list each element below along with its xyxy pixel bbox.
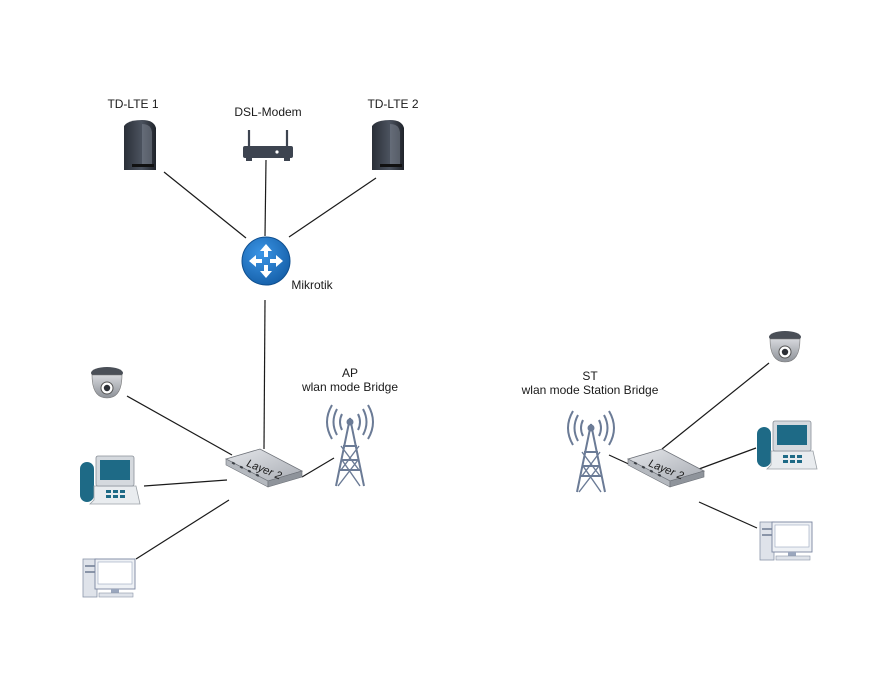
link-dsl-mikrotik xyxy=(264,159,267,237)
link-phone-switch-left xyxy=(143,479,228,487)
dome-camera-icon xyxy=(91,367,123,399)
antenna-tower-icon xyxy=(326,404,374,487)
link-lte1-mikrotik xyxy=(163,171,247,239)
link-switch-phone-right xyxy=(698,447,757,470)
link-switch-ap xyxy=(301,457,335,478)
link-lte2-mikrotik xyxy=(288,177,377,238)
lte-modem-icon xyxy=(124,120,156,170)
router-icon xyxy=(243,130,293,161)
link-camera-switch-left xyxy=(126,395,233,456)
link-switch-camera-right xyxy=(661,362,770,450)
connections xyxy=(126,159,770,560)
video-phone-icon xyxy=(757,420,818,470)
dome-camera-icon xyxy=(769,331,801,363)
st-label-mode: wlan mode Station Bridge xyxy=(521,383,659,397)
link-pc-switch-left xyxy=(135,499,230,560)
switch-icon-left xyxy=(224,448,304,488)
st-label-title: ST xyxy=(582,369,598,383)
workstation-icon xyxy=(82,558,136,598)
link-mikrotik-switch xyxy=(263,299,266,450)
video-phone-icon xyxy=(80,455,141,505)
switch-icon-right xyxy=(626,448,706,488)
mikrotik-label: Mikrotik xyxy=(291,278,333,292)
link-switch-pc-right xyxy=(698,501,758,529)
workstation-icon xyxy=(759,521,813,561)
td-lte-2-label: TD-LTE 2 xyxy=(367,97,419,111)
antenna-tower-icon xyxy=(567,410,615,493)
ap-label-title: AP xyxy=(341,366,358,380)
lte-modem-icon xyxy=(372,120,404,170)
dsl-modem-label: DSL-Modem xyxy=(234,105,302,119)
td-lte-1-label: TD-LTE 1 xyxy=(107,97,159,111)
ap-label-mode: wlan mode Bridge xyxy=(301,380,399,394)
mikrotik-router-icon xyxy=(241,236,291,286)
